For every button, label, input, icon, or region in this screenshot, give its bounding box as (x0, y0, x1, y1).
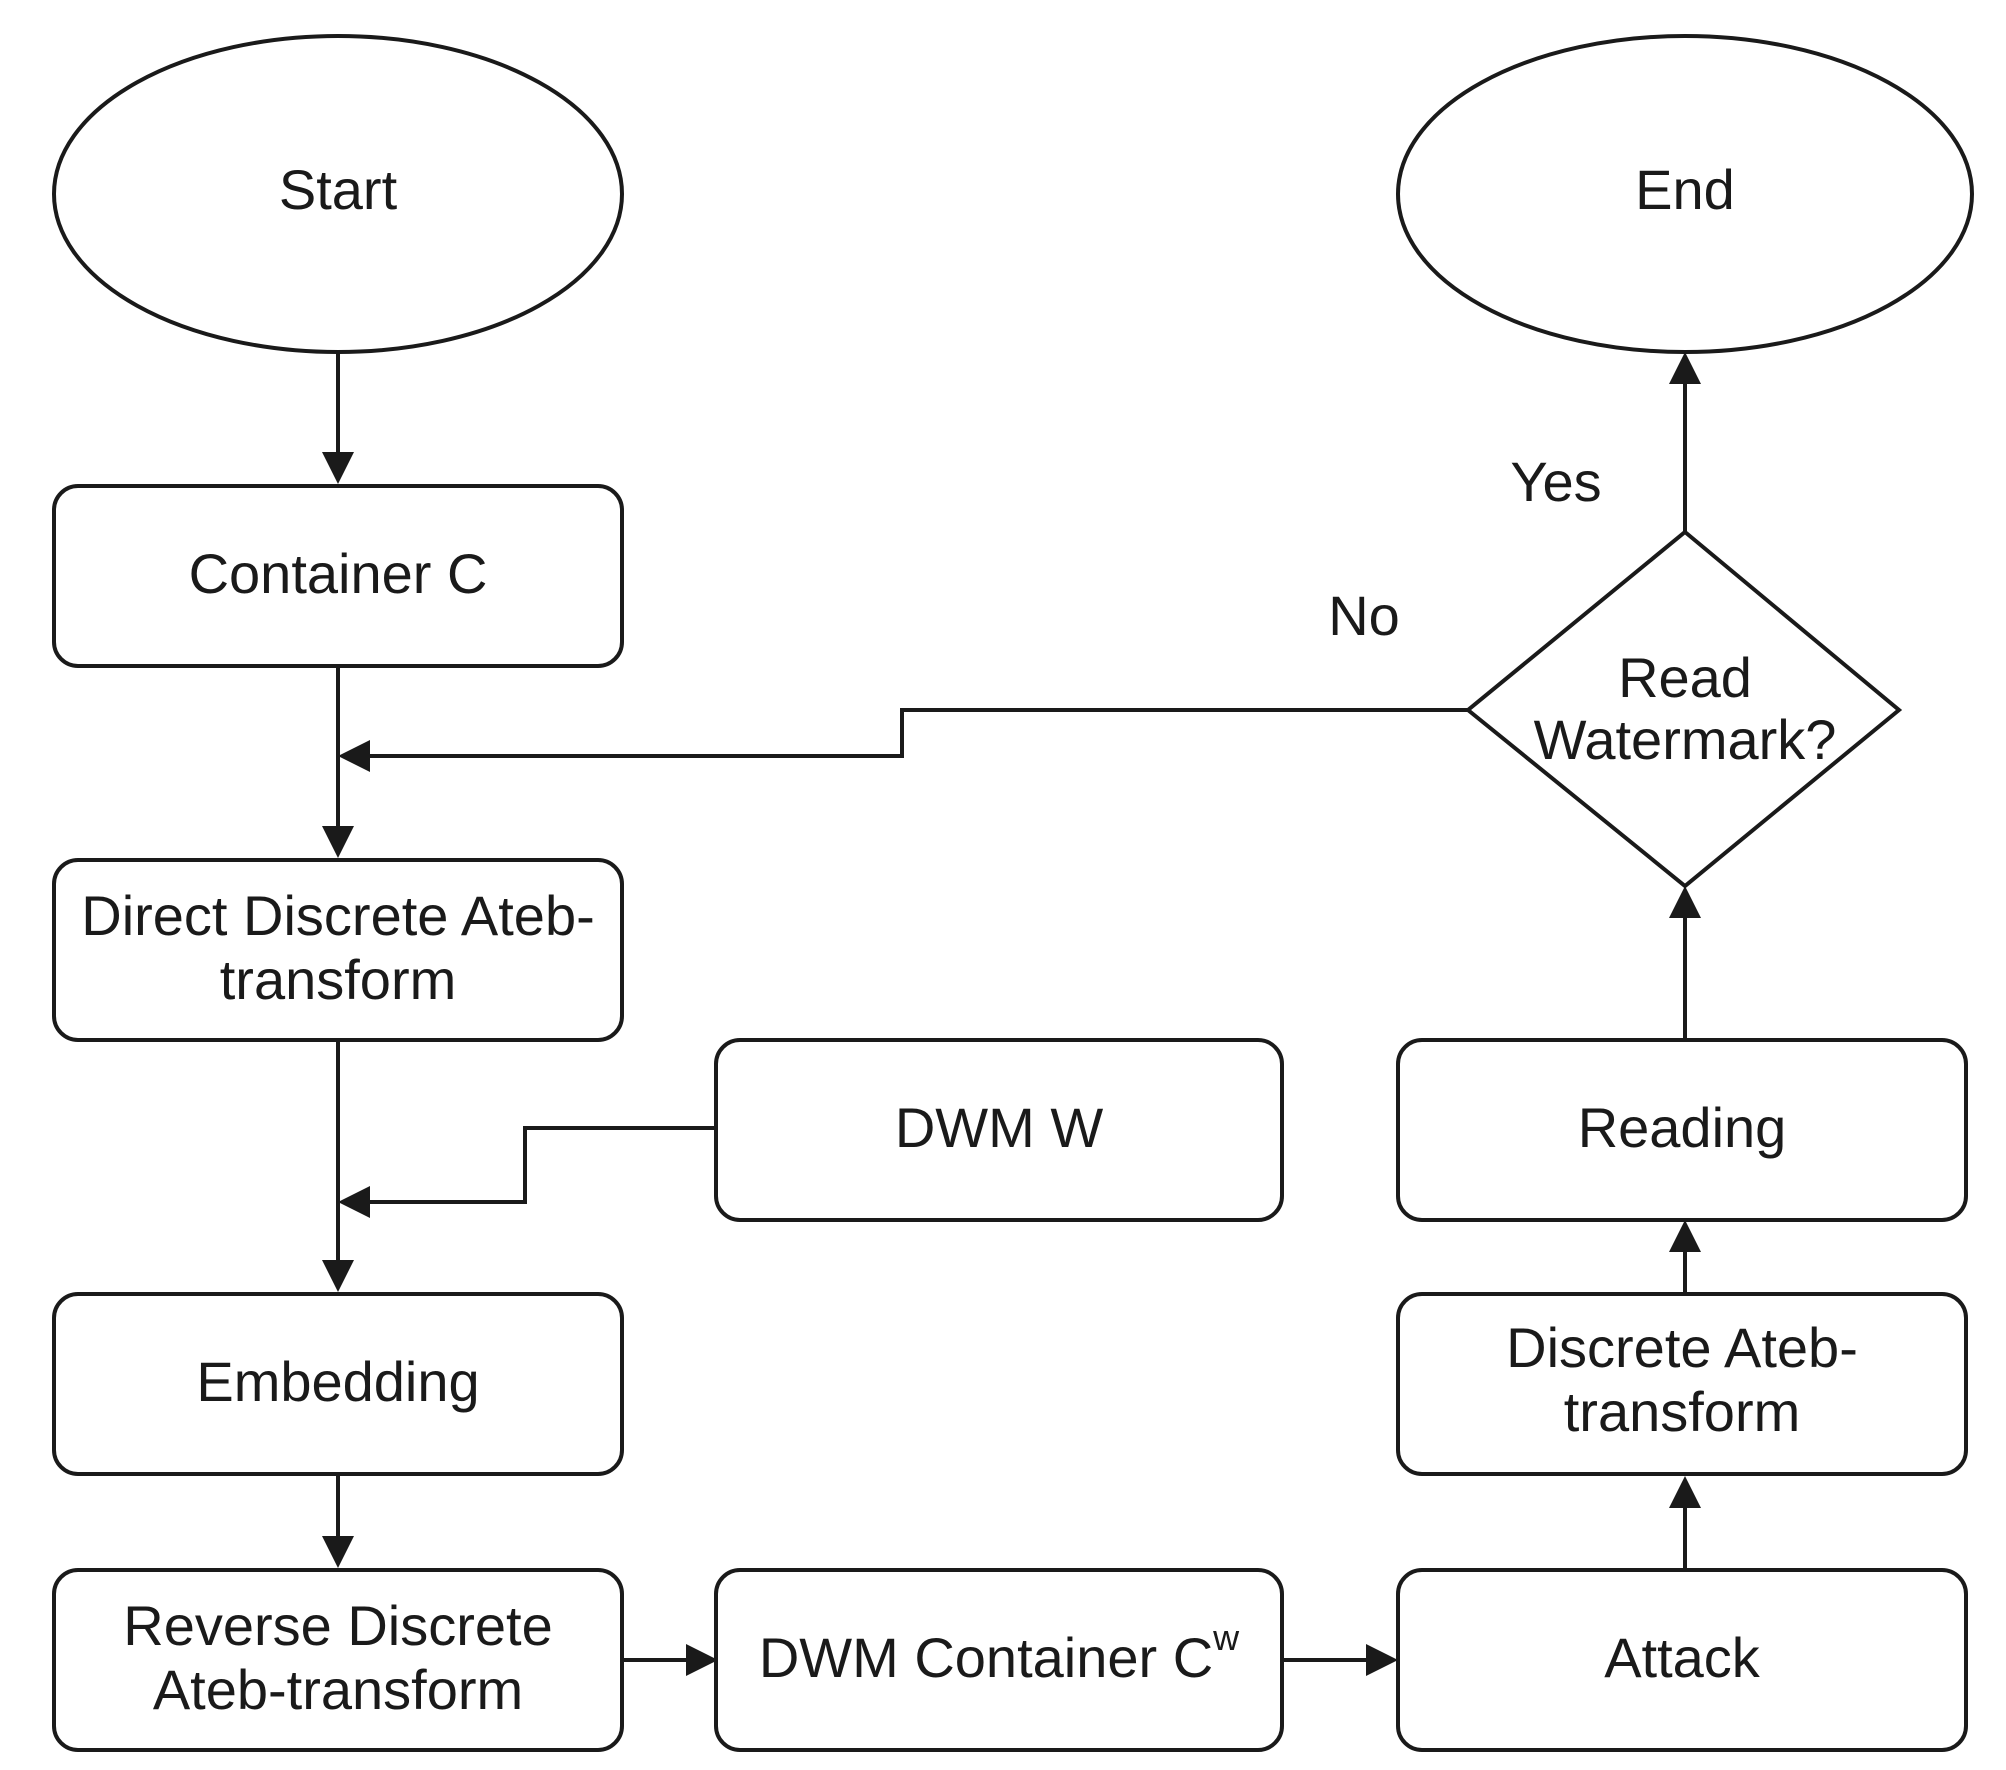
decision-label: Read (1618, 646, 1752, 709)
decision-diamond (1464, 529, 1903, 889)
decision-label-line2: Watermark? (1534, 708, 1837, 771)
arrowhead-container-to-direct (322, 826, 354, 858)
direct-transform-label: Direct Discrete Ateb- (81, 884, 595, 947)
container-c-box (52, 484, 624, 668)
attack-label: Attack (1604, 1626, 1761, 1689)
dwm-w-label: DWM W (895, 1096, 1104, 1159)
dwm-container-label-main: DWM Container C (759, 1626, 1213, 1689)
discrete-transform-label-line2: transform (1564, 1380, 1801, 1443)
end-node (1396, 34, 1974, 354)
no-label: No (1328, 584, 1400, 647)
arrowhead-dwm-to-line (338, 1186, 370, 1218)
reading-label: Reading (1578, 1096, 1787, 1159)
edge-dwm-to-line (370, 1126, 716, 1204)
dwm-container-label: DWM Container Cw (759, 1617, 1240, 1689)
direct-transform-box (52, 858, 624, 1042)
start-node (52, 34, 624, 354)
discrete-transform-box (1396, 1292, 1968, 1476)
reading-box (1396, 1038, 1968, 1222)
arrowhead-discrete-to-reading (1669, 1220, 1701, 1252)
arrowhead-reverse-to-dwm-container (686, 1644, 718, 1676)
start-label: Start (279, 158, 398, 221)
yes-label: Yes (1510, 450, 1601, 513)
connectors (322, 352, 1701, 1676)
arrowhead-reading-to-decision (1669, 886, 1701, 918)
arrowhead-dwm-container-to-attack (1366, 1644, 1398, 1676)
end-label: End (1635, 158, 1735, 221)
reverse-transform-label-line2: Ateb-transform (153, 1658, 523, 1721)
dwm-container-box (714, 1568, 1284, 1752)
arrowhead-decision-to-line-no (338, 740, 370, 772)
arrowhead-attack-to-discrete (1669, 1476, 1701, 1508)
embedding-label: Embedding (196, 1350, 479, 1413)
container-c-label: Container C (189, 542, 488, 605)
direct-transform-label-line2: transform (220, 948, 457, 1011)
arrowhead-start-to-container (322, 452, 354, 484)
arrowhead-decision-to-end (1669, 352, 1701, 384)
discrete-transform-label: Discrete Ateb- (1506, 1316, 1858, 1379)
dwm-w-box (714, 1038, 1284, 1222)
arrowhead-embedding-to-reverse (322, 1536, 354, 1568)
dwm-container-label-superscript: w (1212, 1617, 1240, 1658)
attack-box (1396, 1568, 1968, 1752)
arrowhead-direct-to-embedding (322, 1260, 354, 1292)
embedding-box (52, 1292, 624, 1476)
reverse-transform-box (52, 1568, 624, 1752)
edge-decision-to-line-no (370, 708, 1468, 758)
reverse-transform-label: Reverse Discrete (123, 1594, 552, 1657)
